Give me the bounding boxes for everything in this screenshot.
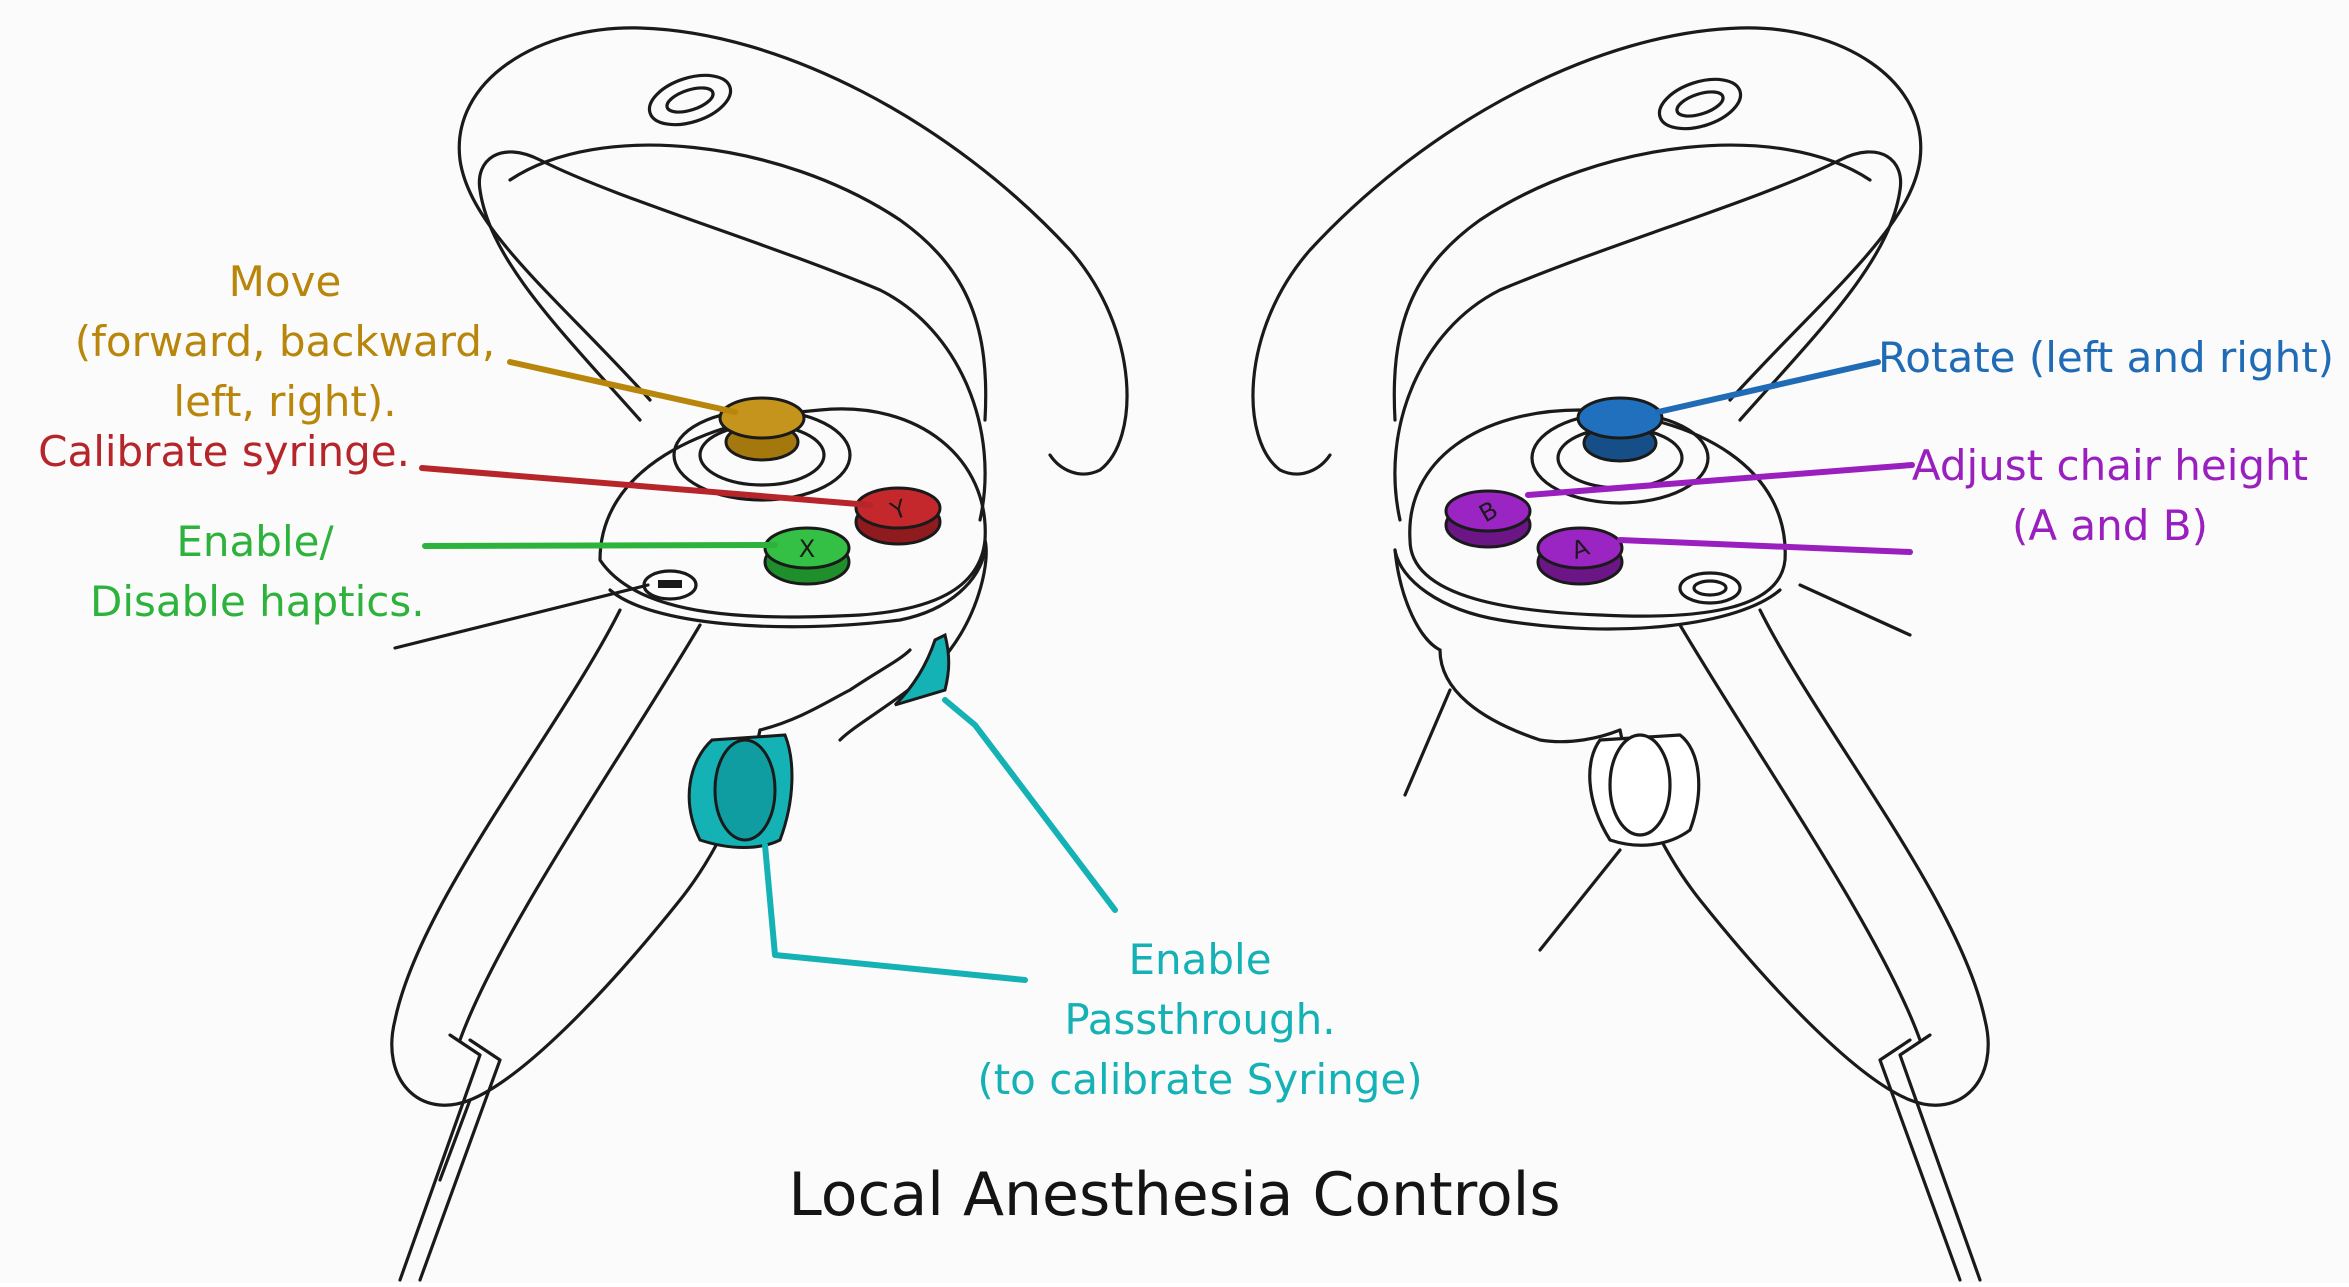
x-button: X <box>763 526 851 586</box>
rotate-label-line1: Rotate (left and right) <box>1878 333 2335 382</box>
passthrough-label-line2: Passthrough. <box>1064 995 1336 1044</box>
left-thumbstick <box>718 396 806 462</box>
right-thumbstick <box>1576 396 1664 463</box>
passthrough-label-line1: Enable <box>1128 935 1272 984</box>
rotate-pointer <box>1655 359 1881 415</box>
chair-pointer-b <box>1525 462 1915 498</box>
passthrough-label: Enable Passthrough. (to calibrate Syring… <box>965 930 1435 1110</box>
pointer-lines <box>393 359 1915 983</box>
oculus-button-right <box>1678 571 1742 605</box>
ring-logo <box>647 73 733 127</box>
haptics-label-line1: Enable/ <box>176 517 334 566</box>
move-label-line3: left, right). <box>173 377 397 426</box>
chair-label: Adjust chair height (A and B) <box>1900 436 2320 556</box>
rotate-label: Rotate (left and right) <box>1878 328 2338 388</box>
diagram-title: Local Anesthesia Controls <box>788 1160 1561 1230</box>
chair-pointer-a <box>1617 537 1913 555</box>
haptics-label-line2: Disable haptics. <box>90 577 425 626</box>
left-grip-highlight <box>893 632 951 707</box>
chair-label-line2: (A and B) <box>2011 501 2209 550</box>
passthrough-pointer-trigger <box>762 842 1028 983</box>
a-button: A <box>1536 526 1624 586</box>
move-label-line2: (forward, backward, <box>74 317 496 366</box>
move-label: Move (forward, backward, left, right). <box>70 252 500 432</box>
haptics-label: Enable/ Disable haptics. <box>90 512 425 632</box>
calibrate-pointer <box>419 465 873 508</box>
menu-button-left <box>642 569 698 601</box>
ring-logo <box>1657 77 1743 131</box>
move-label-line1: Move <box>228 257 342 306</box>
x-button-glyph: X <box>799 535 815 563</box>
b-button: B <box>1444 489 1532 549</box>
menu-pointer <box>393 583 650 650</box>
chair-label-line1: Adjust chair height <box>1911 441 2309 490</box>
right-trigger <box>1588 733 1701 847</box>
left-controller: Y X <box>390 26 1129 1282</box>
haptics-pointer <box>422 542 778 549</box>
passthrough-label-line3: (to calibrate Syringe) <box>977 1055 1423 1104</box>
y-button: Y <box>854 486 942 546</box>
left-trigger <box>687 733 794 849</box>
right-controller: B A <box>1251 26 1990 1282</box>
calibrate-label: Calibrate syringe. <box>30 422 410 482</box>
move-pointer <box>507 359 738 415</box>
calibrate-label-line1: Calibrate syringe. <box>38 427 410 476</box>
passthrough-pointer-grip <box>942 697 1118 913</box>
